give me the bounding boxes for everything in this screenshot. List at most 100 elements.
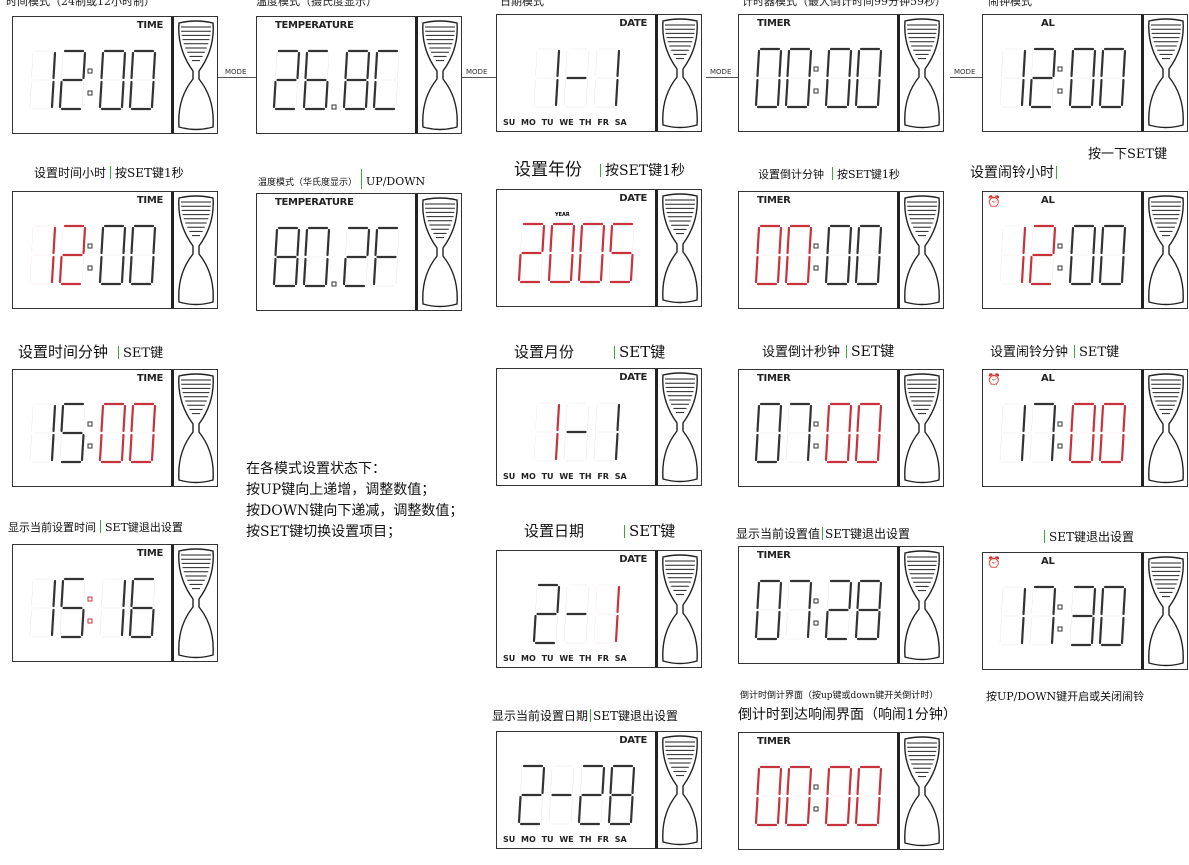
lcd-digit [1100, 226, 1125, 284]
weekday-row: SU MO TU WE TH FR SA [503, 118, 627, 127]
lcd-date-mode: DATE SU MO TU WE TH FR SA [496, 14, 702, 132]
segment-display [21, 43, 169, 121]
segment-display [747, 759, 895, 837]
hourglass-icon [419, 19, 461, 132]
lcd-countdown-ring: TIMER [738, 732, 944, 850]
lcd-label-date: DATE [619, 193, 647, 204]
lcd-show-value: TIMER [738, 546, 944, 664]
caption-set-al-hour: 设置闹铃小时 [970, 166, 1061, 180]
tick-icon [1044, 530, 1045, 543]
caption-text: 设置日期 [524, 522, 584, 540]
lcd-set-year: DATE YEAR [496, 189, 702, 307]
caption-text: 显示当前设置时间 [8, 521, 96, 534]
lcd-digit [1100, 49, 1125, 107]
lcd-digit [1030, 587, 1055, 645]
colon-dot [88, 619, 92, 623]
caption-note: 按SET键1秒 [837, 168, 900, 181]
tick-icon [624, 525, 625, 538]
tick-icon [590, 709, 591, 722]
lcd-alarm-set: ⏰ AL [982, 552, 1188, 670]
lcd-show-time: TIME [12, 544, 218, 662]
caption-text: 显示当前设置值 [736, 527, 820, 541]
lcd-digit [786, 226, 811, 284]
tick-icon [832, 167, 833, 180]
caption-text: 显示当前设置日期 [492, 709, 588, 723]
lcd-divider [897, 733, 900, 849]
lcd-digit [826, 226, 851, 284]
caption-alarm-toggle: 按UP/DOWN键开启或关闭闹铃 [986, 690, 1144, 704]
mode-label-3: MODE [710, 68, 731, 76]
lcd-divider [655, 551, 658, 667]
lcd-digit [856, 581, 881, 639]
tick-icon [1056, 166, 1057, 179]
lcd-digit [564, 403, 589, 461]
lcd-time-mode: TIME [12, 16, 218, 134]
lcd-digit [856, 767, 881, 825]
lcd-divider [415, 194, 418, 310]
lcd-divider [1141, 192, 1144, 308]
lcd-digit [130, 404, 155, 462]
hourglass-icon [1145, 372, 1187, 485]
lcd-set-month: DATE SU MO TU WE TH FR SA [496, 368, 702, 486]
lcd-divider [655, 190, 658, 306]
caption-note: SET键 [629, 522, 675, 540]
tick-icon [1074, 345, 1075, 358]
caption-alarm-exit: SET键退出设置 [1040, 530, 1134, 544]
segment-display [747, 218, 895, 296]
lcd-digit [1000, 404, 1025, 462]
note-line: 按SET键切换设置项目； [246, 522, 463, 543]
lcd-digit [756, 581, 781, 639]
lcd-digit [1070, 404, 1095, 462]
caption-text: 设置闹铃分钟 [990, 345, 1068, 360]
lcd-digit [756, 49, 781, 107]
hourglass-icon [1145, 17, 1187, 130]
lcd-digit [594, 49, 619, 107]
lcd-divider [655, 732, 658, 848]
lcd-digit [519, 766, 544, 824]
lcd-digit [534, 49, 559, 107]
caption-alarm-mode: 闹钟模式 [988, 0, 1032, 8]
caption-countdown-screen: 倒计时倒计界面（按up键或down键开关倒计时） [740, 691, 938, 702]
lcd-digit [100, 404, 125, 462]
lcd-divider [897, 15, 900, 131]
lcd-digit [579, 766, 604, 824]
segment-display [505, 577, 653, 655]
caption-text: 设置闹铃小时 [970, 165, 1054, 181]
lcd-digit [60, 404, 85, 462]
caption-text: 温度模式（华氏度显示） [258, 178, 357, 188]
caption-countdown-ring: 倒计时到达响闹界面（响闹1分钟） [738, 708, 957, 722]
colon-dot [1058, 67, 1062, 71]
lcd-digit [1100, 404, 1125, 462]
hourglass-icon [1145, 194, 1187, 307]
segment-display [265, 43, 413, 121]
tick-icon [118, 346, 119, 359]
mode-arrow-3 [706, 77, 738, 78]
lcd-digit [579, 224, 604, 282]
hourglass-icon [175, 372, 217, 485]
lcd-digit [564, 585, 589, 643]
note-line: 按DOWN键向下递减，调整数值； [246, 501, 463, 522]
lcd-digit [130, 226, 155, 284]
lcd-digit [130, 579, 155, 637]
segment-display [505, 758, 653, 836]
segment-display [265, 220, 413, 298]
tick-icon [110, 166, 111, 179]
lcd-digit [30, 51, 55, 109]
alarm-clock-icon: ⏰ [987, 195, 1001, 208]
colon-dot [814, 422, 818, 426]
caption-timer-mode: 计时器模式（最大倒计时间99分钟59秒） [742, 0, 946, 8]
segment-display [747, 396, 895, 474]
caption-note: SET键 [851, 344, 894, 360]
lcd-digit [549, 224, 574, 282]
lcd-digit [856, 404, 881, 462]
lcd-label-alarm: AL [1041, 18, 1055, 29]
lcd-temp-c: TEMPERATURE [256, 16, 462, 134]
lcd-timer-mode: TIMER [738, 14, 944, 132]
segment-display [991, 579, 1139, 657]
lcd-digit [549, 766, 574, 824]
lcd-label-timer: TIMER [757, 550, 791, 561]
lcd-digit [756, 404, 781, 462]
caption-note: SET键退出设置 [593, 709, 678, 723]
